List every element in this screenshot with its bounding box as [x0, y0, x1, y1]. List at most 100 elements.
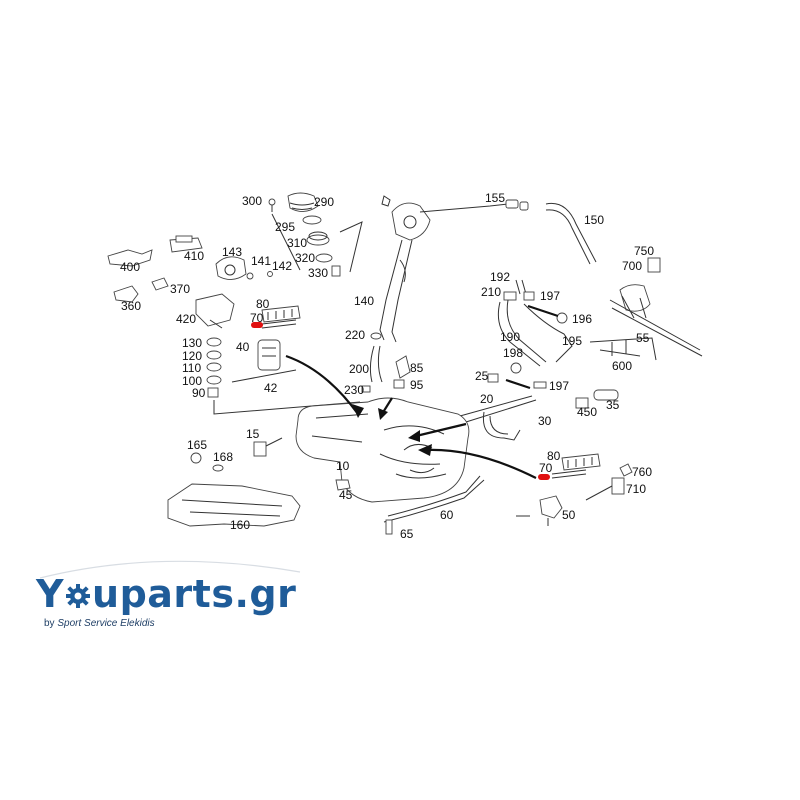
callout-192: 192 [490, 270, 510, 284]
part-155-hose [505, 199, 529, 211]
callout-168: 168 [213, 450, 233, 464]
part-210-clamp [503, 291, 517, 301]
callout-165: 165 [187, 438, 207, 452]
callout-160: 160 [230, 518, 250, 532]
callout-30: 30 [538, 414, 552, 428]
callout-130: 130 [182, 336, 202, 350]
part-45-clip [335, 479, 351, 491]
part-35-hose [593, 389, 619, 401]
arrow-module-to-tank [425, 448, 537, 479]
part-290-boot [287, 192, 319, 212]
callout-142: 142 [272, 259, 292, 273]
callout-400: 400 [120, 260, 140, 274]
logo-letter-y: Y [36, 572, 65, 616]
part-143-flange [215, 256, 247, 280]
arrow-197-to-196 [527, 304, 559, 318]
callout-10: 10 [336, 459, 350, 473]
callout-198: 198 [503, 346, 523, 360]
callout-220: 220 [345, 328, 365, 342]
callout-195: 195 [562, 334, 582, 348]
part-420-pump-controller [195, 293, 235, 329]
callout-50: 50 [562, 508, 576, 522]
callout-85: 85 [410, 361, 424, 375]
callout-120: 120 [182, 349, 202, 363]
part-710-housing [611, 477, 625, 495]
part-330-sleeve [331, 265, 341, 277]
callout-360: 360 [121, 299, 141, 313]
part-141-washer [246, 272, 254, 280]
part-760-cap [619, 463, 633, 477]
arrow-pump-to-tank-head [352, 404, 364, 418]
part-25-connector [487, 373, 499, 383]
part-190-hose [497, 299, 573, 367]
part-65-sensor [385, 519, 393, 535]
logo-wordmark-rest: uparts.gr [92, 572, 297, 616]
part-197-valve-upper [523, 291, 535, 301]
callout-410: 410 [184, 249, 204, 263]
callout-150: 150 [584, 213, 604, 227]
part-85-tube [395, 355, 411, 379]
arrow-module-to-tank-head [418, 444, 432, 456]
callout-450: 450 [577, 405, 597, 419]
callout-40: 40 [236, 340, 250, 354]
part-230-clip [361, 385, 371, 393]
parts-line-art [107, 192, 703, 535]
callout-60: 60 [440, 508, 454, 522]
part-50-level-sensor [516, 495, 563, 526]
callout-600: 600 [612, 359, 632, 373]
callout-190: 190 [500, 330, 520, 344]
callout-80-lower: 80 [547, 449, 561, 463]
callout-310: 310 [287, 236, 307, 250]
arrow-200-to-tank-head [378, 408, 388, 420]
part-10-fuel-tank [295, 397, 470, 503]
callout-196: 196 [572, 312, 592, 326]
part-160-heat-shield [167, 483, 301, 527]
part-40-fuel-pump [257, 339, 281, 371]
callout-197-lower: 197 [549, 379, 569, 393]
callout-100: 100 [182, 374, 202, 388]
callout-210: 210 [481, 285, 501, 299]
part-60-strap [383, 475, 485, 523]
highlight-70-lower [538, 474, 550, 480]
line-710-50 [585, 485, 613, 501]
callout-15: 15 [246, 427, 260, 441]
part-320-ring [315, 253, 333, 263]
gear-icon [65, 574, 91, 608]
part-300-bolt [268, 198, 276, 212]
part-196-connector [556, 312, 568, 324]
part-410-sensor [169, 235, 203, 253]
callout-760: 760 [632, 465, 652, 479]
byline-company: Sport Service Elekidis [57, 618, 155, 629]
arrow-20-to-tank-head [408, 430, 420, 442]
arrow-25-to-197 [505, 378, 531, 390]
callout-700: 700 [622, 259, 642, 273]
part-450-clamp [575, 397, 589, 409]
part-95-clip [393, 379, 405, 389]
callout-110: 110 [182, 361, 201, 375]
part-198-grommet [510, 362, 522, 374]
part-700-pump-module [609, 257, 703, 357]
highlight-70-upper [251, 322, 263, 328]
callout-200: 200 [349, 362, 369, 376]
callout-35: 35 [606, 398, 620, 412]
bracket-300-330 [271, 213, 363, 273]
part-370-clip [151, 277, 169, 291]
part-142-nut [267, 271, 273, 277]
part-220-cap [370, 332, 382, 340]
callout-90: 90 [192, 386, 206, 400]
callout-95: 95 [410, 378, 424, 392]
callout-labels: 300 290 295 310 320 330 155 150 140 750 … [120, 191, 654, 541]
callout-290: 290 [314, 195, 334, 209]
part-165-bolt [190, 452, 202, 464]
part-200-hose [369, 345, 383, 383]
part-80-filter-lower [561, 453, 601, 471]
arrow-20-to-tank [415, 422, 467, 438]
part-70-seal-upper [261, 319, 297, 329]
part-20-30-lines [459, 395, 537, 441]
callout-155: 155 [485, 191, 505, 205]
callout-70-lower: 70 [539, 461, 553, 475]
logo-swoosh [39, 560, 301, 579]
